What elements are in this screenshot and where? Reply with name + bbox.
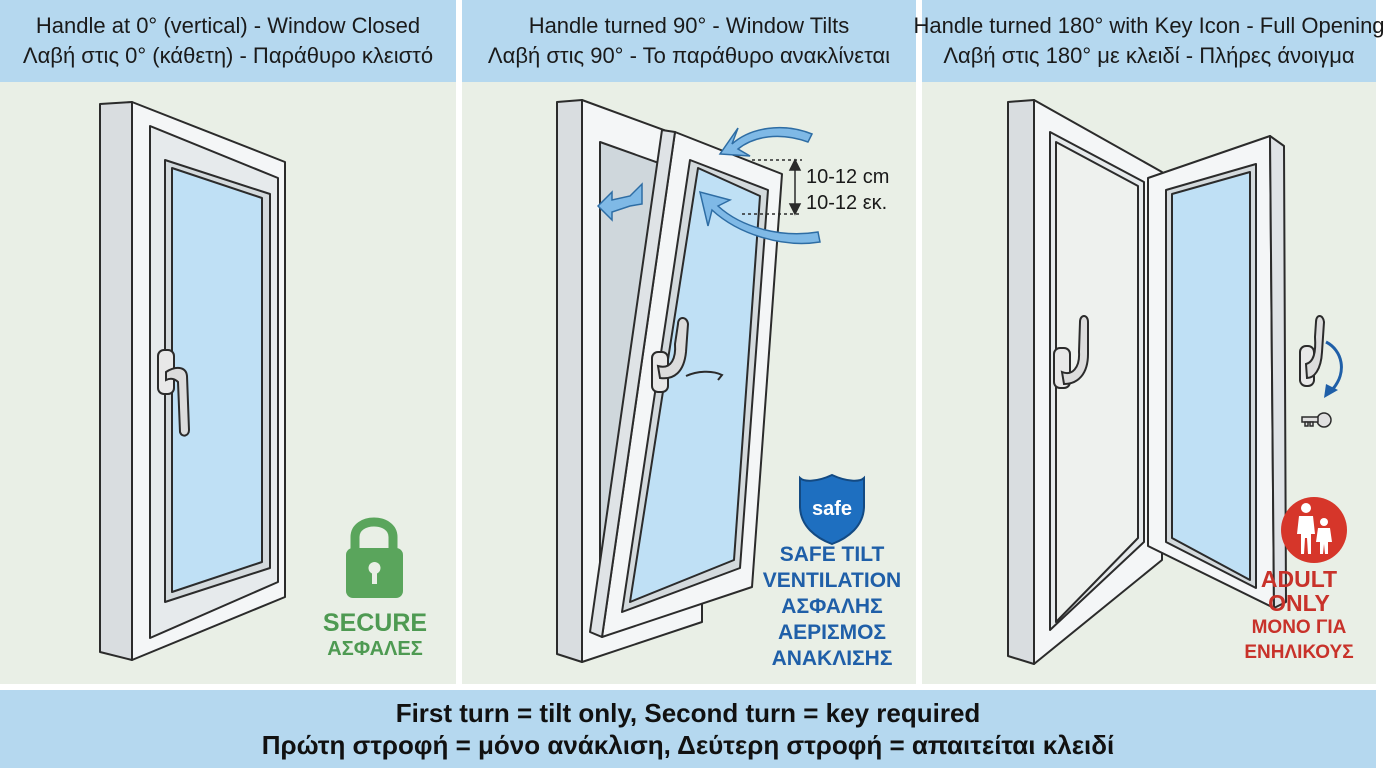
- badge-line: ΑΣΦΑΛΗΣ: [781, 595, 883, 618]
- badge-line: ΕΝΗΛΙΚΟΥΣ: [1244, 642, 1354, 663]
- closed-window-illustration: [99, 101, 403, 661]
- window-handle-icon: [1299, 315, 1326, 387]
- adult-only-badge-text: ADULT ONLY ΜΟΝΟ ΓΙΑ ΕΝΗΛΙΚΟΥΣ: [1224, 567, 1374, 665]
- panel-header: Handle at 0° (vertical) - Window Closed …: [0, 0, 456, 82]
- window-handle-icon: [651, 317, 690, 393]
- gap-dimension-marker: [742, 158, 802, 216]
- panel-header: Handle turned 180° with Key Icon - Full …: [913, 0, 1385, 82]
- secure-badge-text: SECURE ΑΣΦΑΛΕΣ: [300, 610, 450, 662]
- shield-label: safe: [812, 498, 852, 520]
- badge-line: ΑΣΦΑΛΕΣ: [327, 638, 423, 660]
- badge-line: ΜΟΝΟ ΓΙΑ: [1251, 617, 1347, 638]
- panel-title-gr: Λαβή στις 90° - Το παράθυρο ανακλίνεται: [487, 43, 891, 68]
- panel-closed: Handle at 0° (vertical) - Window Closed …: [0, 0, 456, 684]
- badge-line: SAFE TILT: [779, 543, 885, 566]
- badge-line: SECURE: [322, 609, 428, 637]
- gap-label-ek: 10-12 εκ.: [806, 192, 888, 214]
- rotation-arrow-icon: [685, 370, 724, 381]
- adult-child-icon: [1281, 497, 1347, 563]
- badge-line: ΑΝΑΚΛΙΣΗΣ: [771, 647, 893, 670]
- panel-tilt: Handle turned 90° - Window Tilts Λαβή στ…: [462, 0, 916, 684]
- tilt-window-illustration: safe: [556, 99, 865, 663]
- badge-line: ADULT: [1260, 566, 1338, 592]
- gap-dimension-label: 10-12 cm 10-12 εκ.: [806, 164, 889, 216]
- footer-line-en: First turn = tilt only, Second turn = ke…: [395, 698, 981, 728]
- summary-footer: First turn = tilt only, Second turn = ke…: [0, 690, 1376, 768]
- airflow-arrow-icon: [596, 126, 821, 245]
- panel-title-en: Handle at 0° (vertical) - Window Closed: [35, 13, 421, 38]
- panel-header: Handle turned 90° - Window Tilts Λαβή στ…: [462, 0, 916, 82]
- safe-tilt-badge-text: SAFE TILT VENTILATION ΑΣΦΑΛΗΣ ΑΕΡΙΣΜΟΣ Α…: [752, 542, 912, 672]
- window-handle-icon: [1053, 315, 1089, 389]
- padlock-icon: [346, 517, 403, 598]
- rotation-arrow-icon: [1325, 340, 1343, 391]
- gap-label-cm: 10-12 cm: [806, 166, 890, 188]
- open-window-illustration: [1007, 99, 1347, 665]
- badge-line: ONLY: [1268, 590, 1330, 616]
- panel-title-en: Handle turned 180° with Key Icon - Full …: [913, 13, 1385, 38]
- window-handle-icon: [157, 349, 191, 437]
- panel-title-gr: Λαβή στις 0° (κάθετη) - Παράθυρο κλειστό: [22, 43, 434, 68]
- panel-title-gr: Λαβή στις 180° με κλειδί - Πλήρες άνοιγμ…: [943, 43, 1355, 68]
- rotation-arrowhead: [1324, 384, 1338, 398]
- badge-line: VENTILATION: [762, 569, 902, 592]
- panel-full-opening: Handle turned 180° with Key Icon - Full …: [913, 0, 1385, 684]
- key-icon: [1301, 412, 1332, 428]
- panel-title-en: Handle turned 90° - Window Tilts: [528, 13, 850, 38]
- badge-line: ΑΕΡΙΣΜΟΣ: [777, 621, 887, 644]
- footer-line-gr: Πρώτη στροφή = μόνο ανάκλιση, Δεύτερη στ…: [261, 730, 1115, 760]
- shield-icon: safe: [799, 473, 865, 546]
